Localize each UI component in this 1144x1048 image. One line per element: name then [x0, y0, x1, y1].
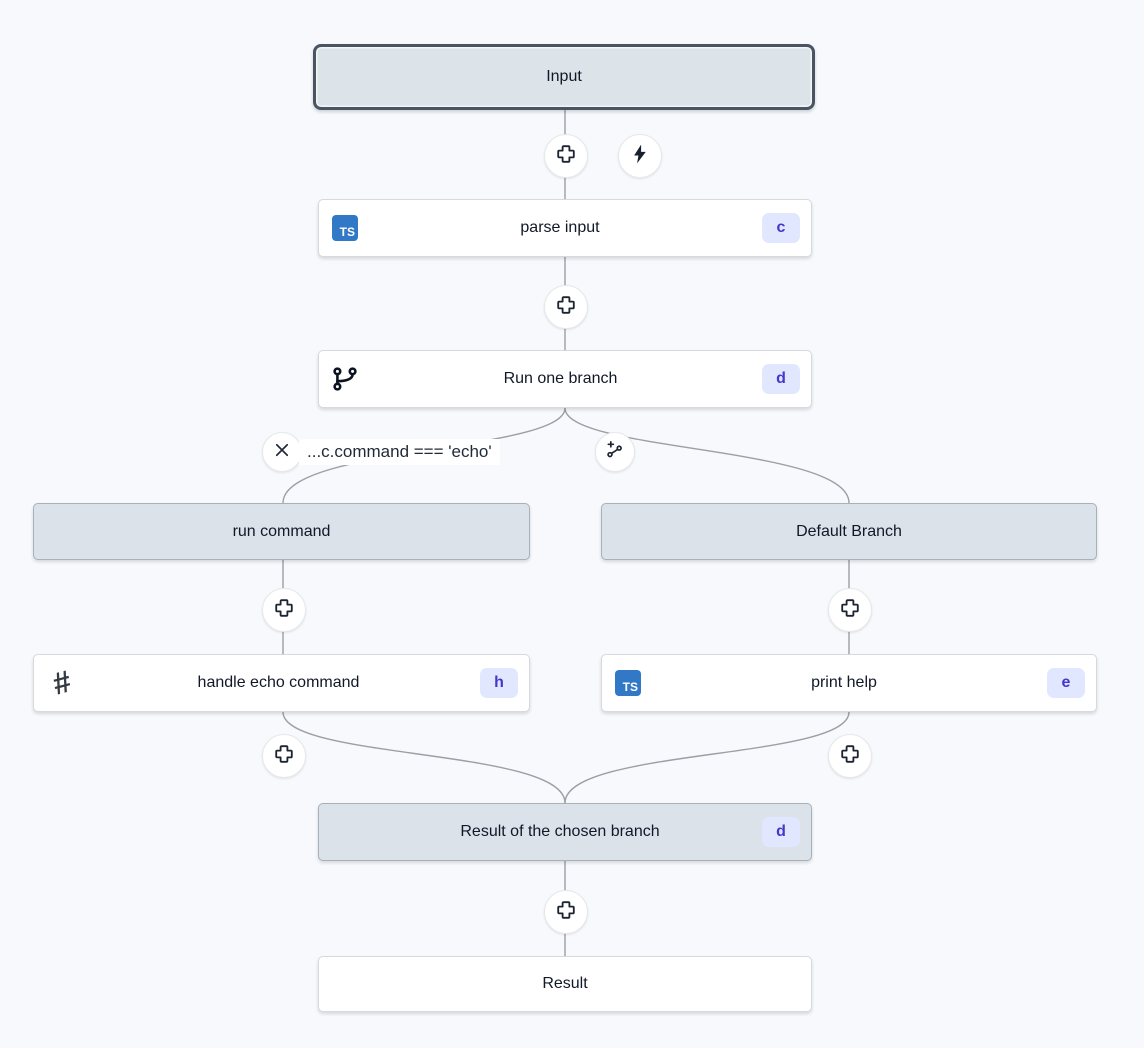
run-command-label: run command	[232, 522, 331, 540]
handle-echo-command-node[interactable]: # handle echo command h	[33, 654, 530, 712]
run-command-branch-header[interactable]: run command	[33, 503, 530, 560]
step-id-badge: d	[762, 817, 800, 847]
step-id-badge: h	[480, 668, 518, 698]
input-node[interactable]: Input	[313, 44, 815, 110]
plus-icon	[839, 743, 861, 770]
plus-icon	[273, 597, 295, 624]
add-step-button[interactable]	[262, 734, 306, 778]
result-node[interactable]: Result	[318, 956, 812, 1012]
step-id-badge: c	[762, 213, 800, 243]
parse-input-node[interactable]: TS parse input c	[318, 199, 812, 257]
bash-hash-icon: #	[49, 663, 75, 702]
trigger-button[interactable]	[618, 134, 662, 178]
add-step-button[interactable]	[544, 890, 588, 934]
result-of-chosen-branch-node[interactable]: Result of the chosen branch d	[318, 803, 812, 861]
x-icon	[273, 441, 291, 464]
result-node-label: Result	[542, 975, 588, 992]
git-branch-plus-icon	[605, 440, 625, 465]
add-step-button[interactable]	[828, 588, 872, 632]
plus-icon	[555, 143, 577, 170]
input-node-label: Input	[546, 68, 582, 85]
print-help-label: print help	[811, 674, 877, 691]
run-one-branch-label: Run one branch	[503, 370, 618, 387]
handle-echo-command-label: handle echo command	[197, 674, 360, 691]
default-branch-label: Default Branch	[796, 522, 902, 540]
typescript-icon: TS	[332, 215, 358, 241]
add-step-button[interactable]	[544, 285, 588, 329]
result-of-chosen-branch-label: Result of the chosen branch	[460, 823, 660, 840]
run-one-branch-node[interactable]: Run one branch d	[318, 350, 812, 408]
plus-icon	[555, 899, 577, 926]
add-step-button[interactable]	[544, 134, 588, 178]
branch-condition-label[interactable]: ...c.command === 'echo'	[299, 439, 500, 465]
add-branch-button[interactable]	[595, 432, 635, 472]
git-branch-icon	[331, 365, 359, 393]
step-id-badge: d	[762, 364, 800, 394]
branch-condition-button[interactable]	[262, 432, 302, 472]
plus-icon	[273, 743, 295, 770]
typescript-icon: TS	[615, 670, 641, 696]
add-step-button[interactable]	[828, 734, 872, 778]
default-branch-header[interactable]: Default Branch	[601, 503, 1097, 560]
step-id-badge: e	[1047, 668, 1085, 698]
lightning-icon	[629, 143, 651, 170]
plus-icon	[555, 294, 577, 321]
plus-icon	[839, 597, 861, 624]
add-step-button[interactable]	[262, 588, 306, 632]
parse-input-label: parse input	[520, 219, 600, 236]
print-help-node[interactable]: TS print help e	[601, 654, 1097, 712]
